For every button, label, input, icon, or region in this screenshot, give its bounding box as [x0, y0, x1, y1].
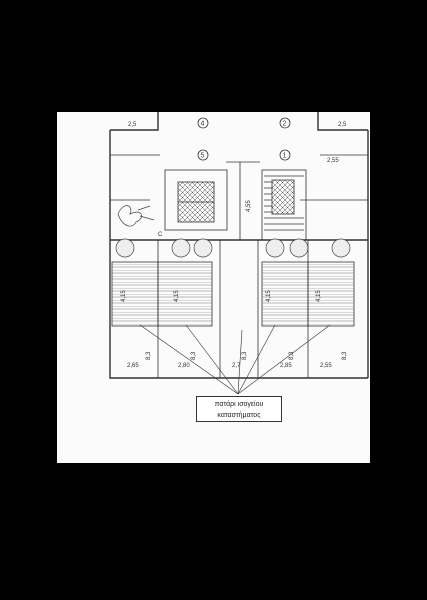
shop-height-label: 4,15 — [266, 290, 272, 302]
note-line: καταστήματος — [217, 412, 261, 419]
grid-marker-label: 1 — [283, 153, 287, 160]
bottom-width-label: 2,55 — [320, 363, 332, 369]
shop-height-label: 4,15 — [174, 290, 180, 302]
shop-height-label: 4,15 — [316, 290, 322, 302]
grid-letter: C — [158, 232, 163, 238]
shop-height-label: 4,15 — [121, 290, 127, 302]
bottom-width-label: 2,7 — [232, 363, 241, 369]
bottom-height-label: 8,3 — [191, 351, 197, 360]
plant-sketch — [117, 205, 155, 227]
building-outline — [109, 112, 369, 379]
grid-marker-label: 4 — [201, 121, 205, 128]
staircase — [261, 169, 307, 241]
mezzanine-note: πατάρι ισογείου καταστήματος — [196, 396, 282, 422]
bottom-height-label: 8,3 — [342, 351, 348, 360]
bottom-width-label: 2,65 — [127, 363, 139, 369]
grid-markers — [197, 117, 291, 161]
leader-lines — [139, 324, 331, 395]
bottom-height-label: 8,3 — [289, 351, 295, 360]
shop-units — [111, 240, 355, 378]
dimension-label: 2,55 — [327, 158, 339, 164]
dimension-label: 2,5 — [338, 122, 347, 128]
grid-marker-label: 2 — [283, 121, 287, 128]
elevator-core — [164, 161, 260, 240]
spiral-stairs — [115, 238, 351, 258]
bottom-width-label: 2,80 — [178, 363, 190, 369]
bottom-height-label: 8,3 — [146, 351, 152, 360]
grid-marker-label: 5 — [201, 153, 205, 160]
bottom-width-label: 2,85 — [280, 363, 292, 369]
bottom-height-label: 8,3 — [242, 351, 248, 360]
note-line: πατάρι ισογείου — [214, 401, 264, 408]
dimension-label: 2,5 — [128, 122, 137, 128]
dimension-label: 4,55 — [246, 200, 252, 212]
